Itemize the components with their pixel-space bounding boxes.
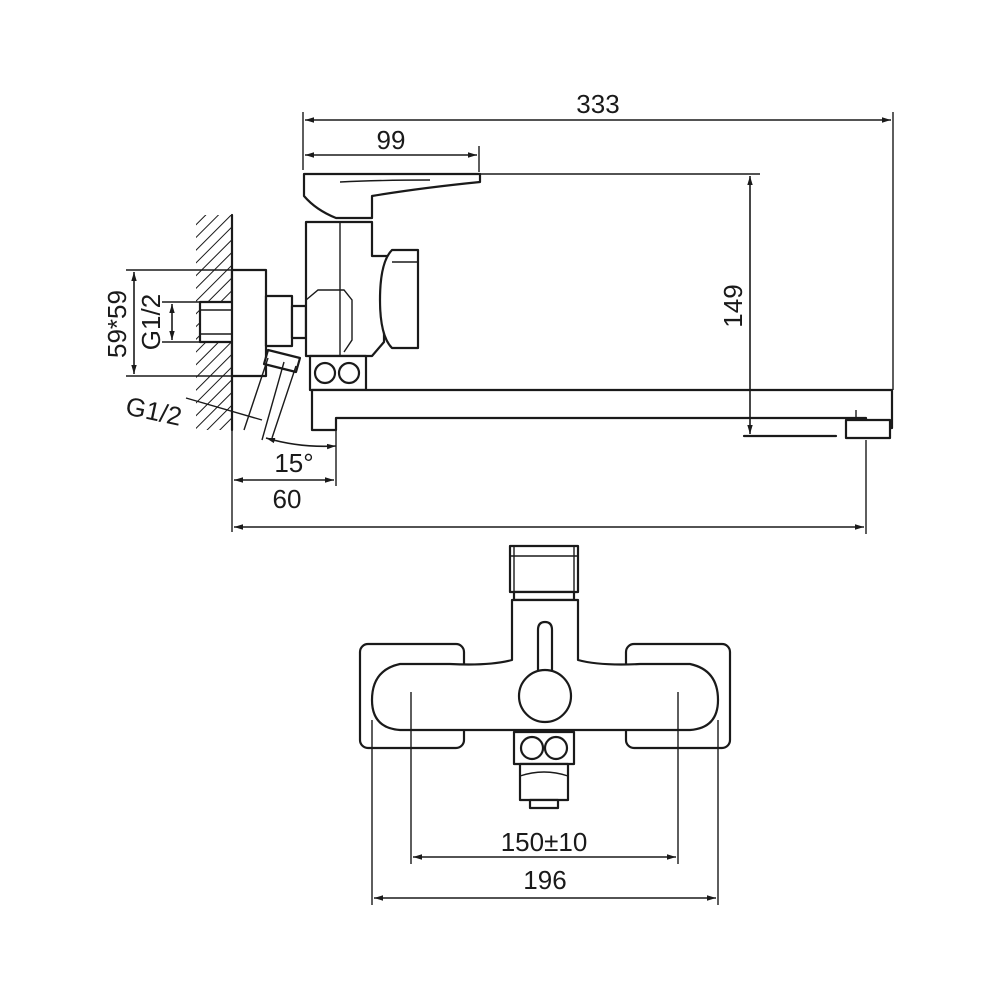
dim-333-label: 333 (576, 89, 619, 119)
lever-handle (302, 172, 482, 220)
dim-150-label: 150±10 (501, 827, 588, 857)
dim-99-label: 99 (377, 125, 406, 155)
front-spout-end (518, 762, 570, 802)
dim-196-label: 196 (523, 865, 566, 895)
dim-149-label: 149 (718, 284, 748, 327)
wall-thread (198, 300, 236, 344)
dim-60-label: 60 (273, 484, 302, 514)
side-view: 333 99 149 59*59 G1/2 G1/2 15° 60 (102, 89, 894, 534)
flange-plate (230, 268, 268, 378)
dim-angle-arc (265, 437, 337, 450)
dim-angle-label: 15° (274, 448, 313, 478)
lever-slot (536, 620, 554, 678)
cartridge-cap (508, 544, 580, 594)
spout (310, 388, 894, 432)
front-view: 150±10 196 (358, 544, 732, 905)
eccentric-connector (264, 294, 294, 348)
diverter-knob (378, 248, 420, 350)
dim-thread-top-label: G1/2 (136, 294, 166, 350)
dim-thread-side-label: G1/2 (123, 391, 184, 432)
lever-knob (517, 668, 573, 724)
dim-59x59-label: 59*59 (102, 290, 132, 358)
hose-connector (262, 348, 302, 374)
aerator (844, 418, 892, 440)
